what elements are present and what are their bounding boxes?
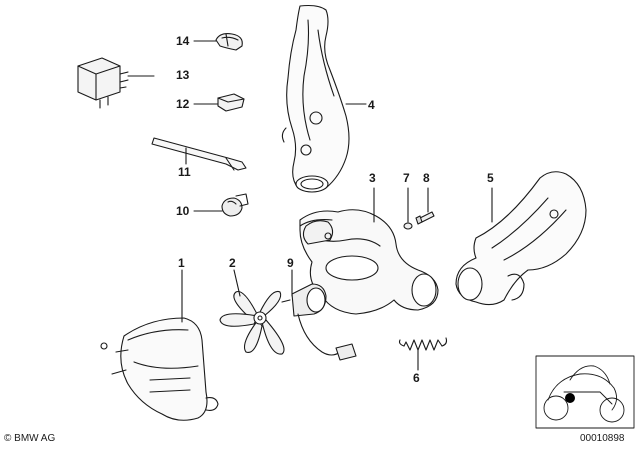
part-5-air-duct: [455, 171, 587, 306]
callout-14: 14: [176, 34, 190, 48]
callout-10: 10: [176, 204, 190, 218]
callout-6: 6: [413, 371, 420, 385]
callout-12: 12: [176, 97, 190, 111]
part-13-relay: [77, 57, 129, 109]
leader-2: [233, 269, 241, 297]
part-6-spring: [398, 337, 448, 351]
callout-9: 9: [287, 256, 294, 270]
part-8-screw: [415, 211, 435, 225]
part-3-fan-housing: [299, 209, 439, 315]
part-11-cable-tie: [151, 137, 247, 171]
location-marker: [565, 393, 575, 403]
part-10-switch: [221, 193, 249, 217]
part-14-clip: [215, 33, 243, 51]
part-12-clip: [217, 93, 245, 112]
callout-8: 8: [423, 171, 430, 185]
callout-1: 1: [178, 256, 185, 270]
motorcycle-inset: [535, 355, 635, 429]
callout-7: 7: [403, 171, 410, 185]
part-2-fan-wheel: [219, 290, 285, 355]
callout-4: 4: [368, 98, 375, 112]
part-1-cover: [100, 317, 219, 421]
callout-3: 3: [369, 171, 376, 185]
copyright-text: © BMW AG: [4, 433, 56, 444]
callout-11: 11: [178, 165, 191, 179]
part-9-fan-motor: [281, 283, 357, 361]
callout-13: 13: [176, 68, 190, 82]
diagram-number: 00010898: [580, 433, 625, 444]
part-7-washer: [403, 222, 413, 230]
callout-5: 5: [487, 171, 494, 185]
callout-2: 2: [229, 256, 236, 270]
part-4-air-duct: [281, 4, 350, 193]
